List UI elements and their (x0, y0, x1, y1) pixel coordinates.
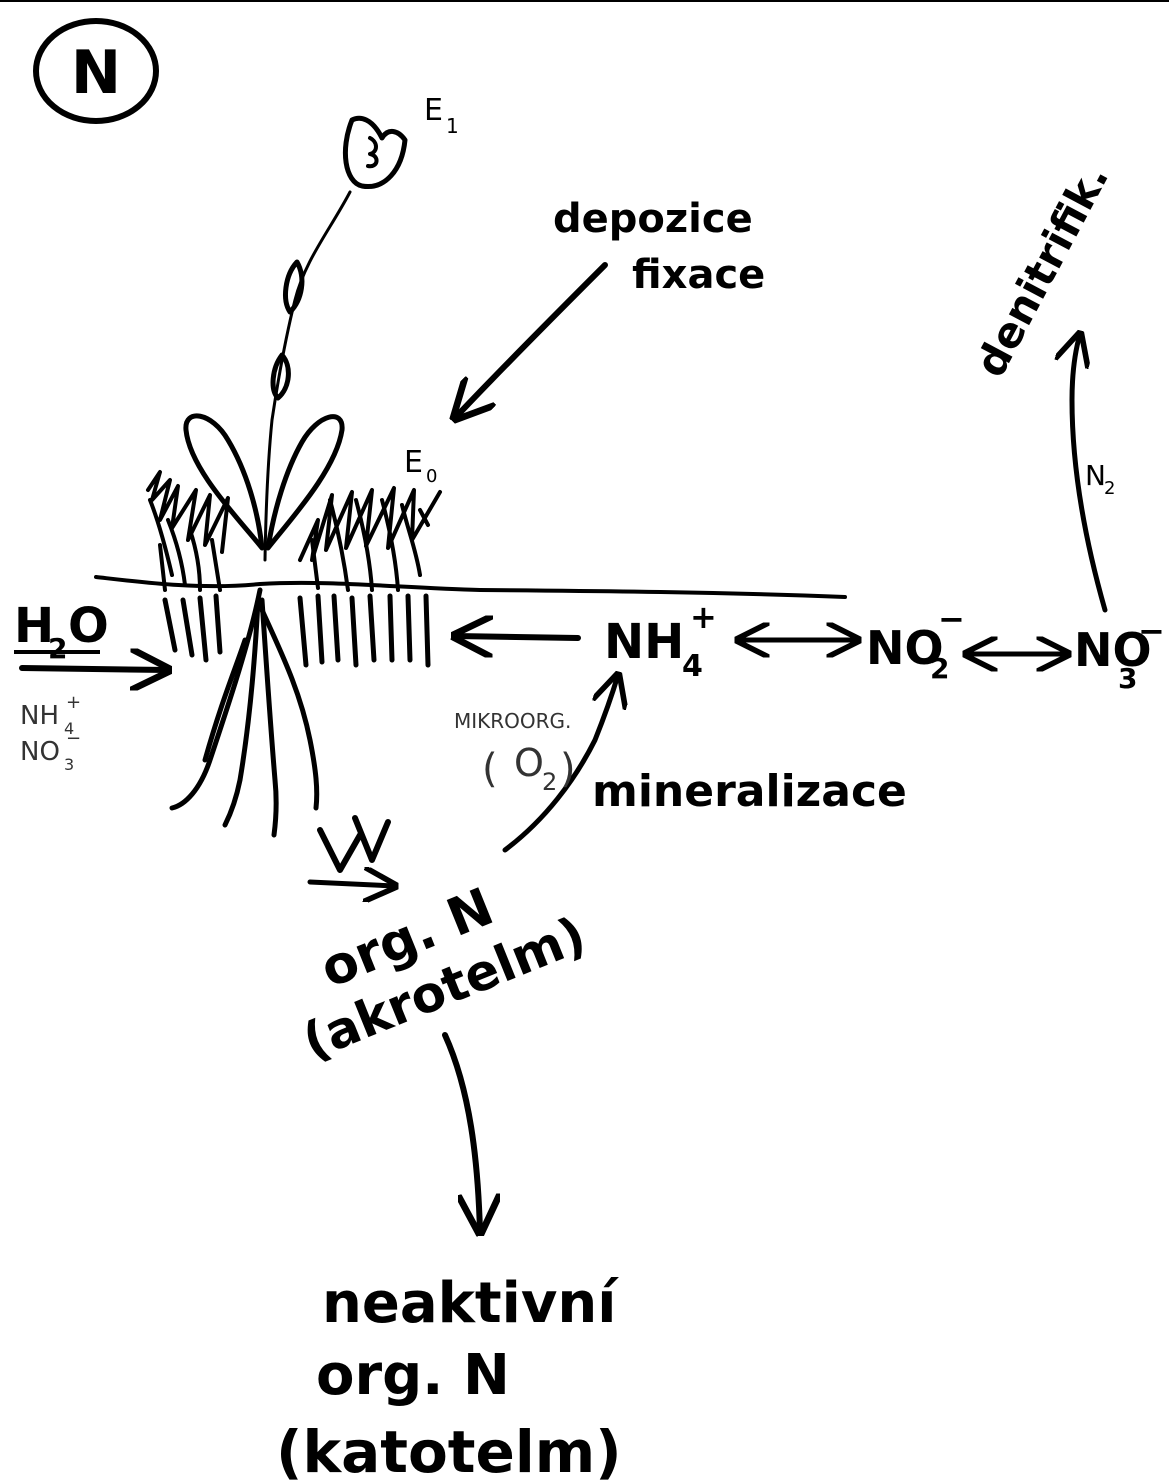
nh4-sup: + (690, 598, 717, 636)
nh4-small-label: NH (20, 701, 59, 731)
h2o-label: H 2 O (14, 598, 109, 665)
o2-open: ( (482, 746, 498, 792)
nh4-sub: 4 (682, 649, 703, 684)
fixation-label: fixace (632, 252, 765, 298)
no3-small-sub: 3 (64, 755, 74, 774)
e0-label: E (404, 445, 423, 480)
no3-sub: 3 (1118, 662, 1137, 695)
deposition-label: depozice (553, 196, 753, 242)
n2-label: N (1085, 459, 1106, 492)
mineralization-label: mineralizace (592, 766, 907, 817)
o2-close: ) (560, 746, 576, 792)
deposition-arrow (455, 265, 605, 418)
h2o-o: O (68, 598, 109, 654)
h2o-sub: 2 (48, 632, 67, 665)
uptake-arrow (455, 636, 578, 638)
e0-sub: 0 (426, 466, 437, 487)
denitrification-label: denitrifik. (966, 156, 1119, 385)
nh4-label: NH (604, 614, 684, 670)
microorg-label: MIKROORG. (454, 709, 571, 733)
inactive-label: neaktivní (322, 1271, 619, 1336)
no3-small-label: NO (20, 737, 60, 767)
nitrogen-badge: N (36, 21, 156, 121)
litter-fall-marks (320, 818, 388, 870)
o2-label: O (514, 741, 544, 785)
n2-sub: 2 (1104, 478, 1115, 499)
inactive-org-n-label: org. N (316, 1343, 510, 1408)
badge-label: N (71, 38, 121, 108)
water-inflow-arrow (22, 668, 168, 670)
litter-arrow (310, 882, 395, 886)
no3-sup: − (1138, 612, 1165, 650)
nh4-small-sup: + (66, 692, 81, 713)
catotelm-label: (katotelm) (276, 1418, 622, 1484)
no2-sub: 2 (930, 652, 949, 685)
no2-sup: − (938, 600, 965, 638)
burial-arrow (445, 1035, 480, 1232)
e1-label: E (424, 93, 443, 128)
o2-sub: 2 (542, 768, 557, 796)
no3-small-sup: − (66, 728, 81, 749)
e1-sub: 1 (446, 114, 459, 138)
